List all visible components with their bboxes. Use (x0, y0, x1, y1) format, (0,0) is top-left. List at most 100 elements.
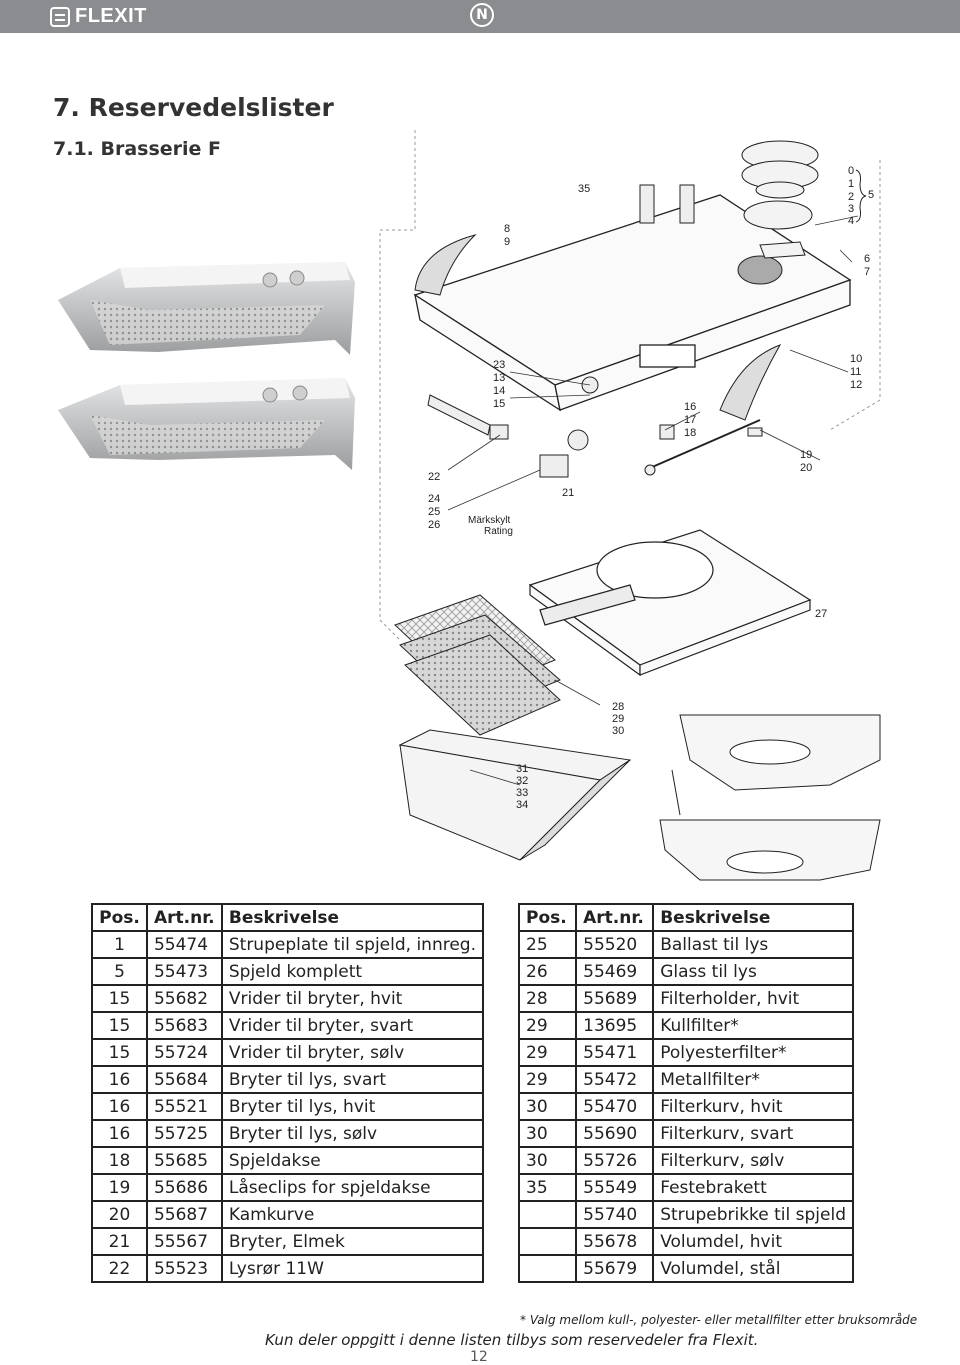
cell-art-nr: 55469 (575, 957, 655, 986)
label-11: 11 (850, 366, 861, 378)
install-inset-top (671, 714, 881, 816)
light-parts (427, 376, 763, 478)
flexit-logo: FLEXIT (50, 5, 147, 28)
label-10: 10 (850, 353, 862, 365)
label-3: 3 (848, 203, 854, 215)
cell-description: Strupeplate til spjeld, innreg. (220, 930, 485, 959)
cell-description: Vrider til bryter, hvit (220, 984, 485, 1013)
label-26: 26 (428, 519, 440, 531)
label-7: 7 (864, 266, 870, 278)
label-1: 1 (848, 178, 854, 190)
label-31: 31 (516, 763, 528, 775)
label-2: 2 (848, 191, 854, 203)
footer-note: Kun deler oppgitt i denne listen tilbys … (265, 1331, 759, 1349)
side-panels (414, 234, 782, 421)
cell-pos: 30 (517, 1119, 578, 1148)
cell-pos: 15 (91, 984, 148, 1013)
cell-pos: 15 (91, 1038, 148, 1067)
cell-description: Bryter til lys, svart (220, 1065, 485, 1094)
cell-pos: 28 (517, 984, 578, 1013)
col-pos: Pos. (91, 903, 148, 932)
cell-art-nr: 55678 (575, 1227, 655, 1256)
cell-art-nr: 55472 (575, 1065, 655, 1094)
cell-art-nr: 55684 (145, 1065, 223, 1094)
damper-parts (737, 140, 819, 285)
cell-description: Glass til lys (652, 957, 854, 986)
cell-art-nr: 55520 (575, 930, 655, 959)
label-13: 13 (493, 372, 505, 384)
cell-pos: 15 (91, 1011, 148, 1040)
cell-description: Ballast til lys (652, 930, 854, 959)
leader-lines (447, 215, 859, 786)
cell-description: Vrider til bryter, svart (220, 1011, 485, 1040)
cell-art-nr: 55726 (575, 1146, 655, 1175)
col-art: Art.nr. (575, 903, 655, 932)
diagram-frame-bottom (379, 470, 401, 641)
diagram-frame-right (829, 160, 881, 431)
label-21: 21 (562, 487, 574, 499)
mounting-brackets (639, 184, 695, 224)
label-17: 17 (684, 414, 696, 426)
label-4: 4 (848, 215, 854, 227)
label-9: 9 (504, 236, 510, 248)
cell-pos: 16 (91, 1092, 148, 1121)
cell-pos: 35 (517, 1173, 578, 1202)
cell-description: Festebrakett (652, 1173, 854, 1202)
label-19: 19 (800, 449, 812, 461)
label-18: 18 (684, 427, 696, 439)
cell-art-nr: 55567 (145, 1227, 223, 1256)
cell-art-nr: 55471 (575, 1038, 655, 1067)
hood-photo-top (58, 262, 355, 355)
install-inset-bottom (659, 819, 881, 881)
hood-photo-bottom (58, 378, 355, 470)
label-5: 5 (868, 189, 874, 201)
cell-description: Volumdel, stål (652, 1254, 854, 1283)
label-30: 30 (612, 725, 624, 737)
cell-pos: 20 (91, 1200, 148, 1229)
table-header-row: Pos. Art.nr. Beskrivelse (517, 903, 854, 932)
cell-pos: 26 (517, 957, 578, 986)
cell-description: Vrider til bryter, sølv (220, 1038, 485, 1067)
label-rating-2: Rating (484, 526, 513, 537)
cell-description: Filterkurv, hvit (652, 1092, 854, 1121)
cell-art-nr: 55683 (145, 1011, 223, 1040)
cell-art-nr: 55685 (145, 1146, 223, 1175)
cell-pos: 18 (91, 1146, 148, 1175)
diagram-frame (379, 130, 416, 470)
label-32: 32 (516, 775, 528, 787)
cell-description: Strupebrikke til spjeld (652, 1200, 854, 1229)
label-12: 12 (850, 379, 862, 391)
cell-art-nr: 55470 (575, 1092, 655, 1121)
section-title: 7. Reservedelslister (53, 93, 334, 122)
label-35: 35 (578, 183, 590, 195)
front-panel (398, 729, 632, 861)
label-8: 8 (504, 223, 510, 235)
cell-pos: 30 (517, 1146, 578, 1175)
cell-description: Lysrør 11W (220, 1254, 485, 1283)
cell-art-nr: 55690 (575, 1119, 655, 1148)
cell-pos: 25 (517, 930, 578, 959)
bottom-plate (528, 529, 812, 677)
cell-pos: 21 (91, 1227, 148, 1256)
cell-pos: 29 (517, 1011, 578, 1040)
label-34: 34 (516, 799, 528, 811)
cell-art-nr: 55521 (145, 1092, 223, 1121)
label-22: 22 (428, 471, 440, 483)
